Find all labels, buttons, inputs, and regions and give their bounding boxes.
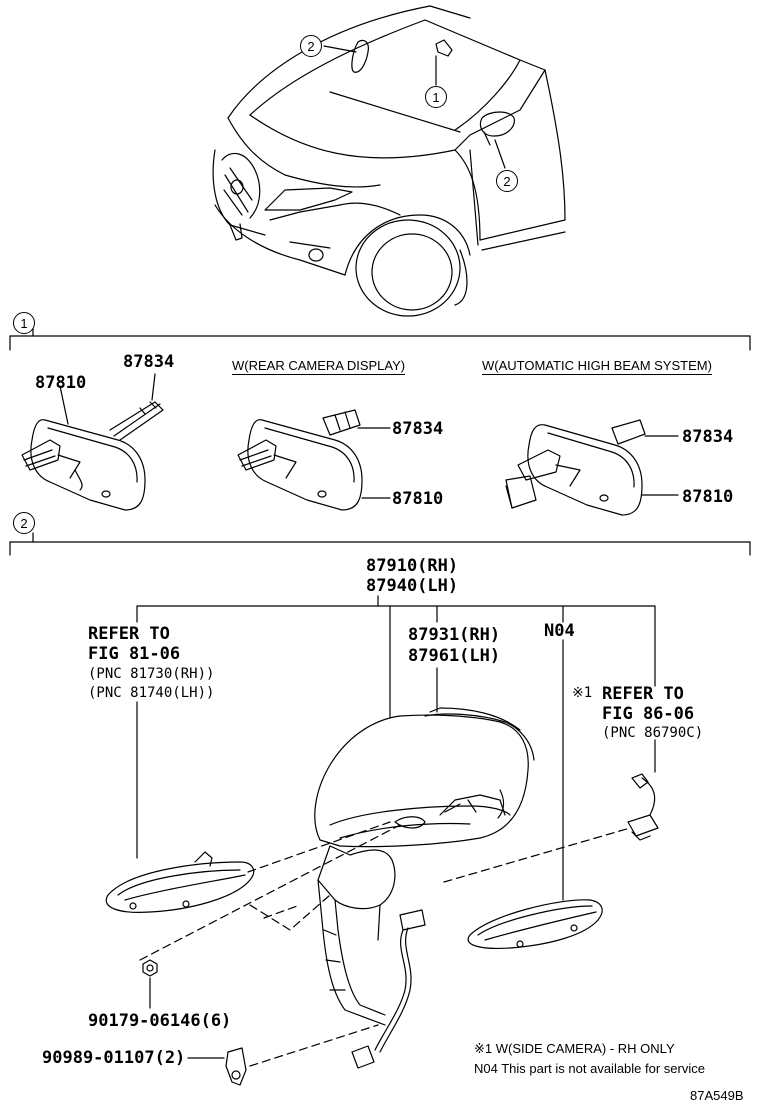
callout-2-section: 2 [13,512,35,534]
dashed-leaders [140,822,630,1066]
rear-view-mirror-a [22,374,163,510]
header-high-beam: W(AUTOMATIC HIGH BEAM SYSTEM) [482,358,712,375]
callout-1-section: 1 [13,312,35,334]
nut-part [143,960,157,1008]
label-mirror-b: 87810 [392,489,444,509]
callout-2-top: 2 [300,35,322,57]
refer2-line2: FIG 86-06 [602,704,695,724]
refer1-line1: REFER TO [88,624,170,644]
label-holder-a: 87834 [123,352,175,372]
rear-view-mirror-c [506,420,678,515]
header-rear-camera: W(REAR CAMERA DISPLAY) [232,358,406,375]
section1-frame [10,322,750,350]
refer1-line2: FIG 81-06 [88,644,181,664]
label-n04: N04 [544,621,575,641]
section2-frame [10,533,750,555]
rear-view-mirror-b [238,410,390,510]
label-cover-lh: 87961(LH) [408,646,501,666]
callout-1-top: 1 [425,86,447,108]
turn-signal-lamp-n04 [468,900,602,949]
label-mirror-a: 87810 [35,373,87,393]
label-mirror-c: 87810 [682,487,734,507]
assembly-bracket [137,596,655,900]
label-holder-c: 87834 [682,427,734,447]
label-clip: 90989-01107(2) [42,1048,186,1068]
clip-part [188,1048,246,1085]
figure-code: 87A549B [690,1088,744,1103]
outer-mirror-assembly [315,708,534,1068]
label-nut: 90179-06146(6) [88,1011,232,1031]
refer1-line4: (PNC 81740(LH)) [88,685,215,701]
note-side-camera: ※1 W(SIDE CAMERA) - RH ONLY [474,1041,675,1056]
turn-signal-lamp-left [106,852,253,912]
label-holder-b: 87834 [392,419,444,439]
refer2-line3: (PNC 86790C) [602,725,704,741]
note-n04: N04 This part is not available for servi… [474,1061,705,1076]
label-assembly-lh: 87940(LH) [366,576,459,596]
side-camera [628,740,658,840]
refer2-line1: REFER TO [602,684,684,704]
callout-2-side: 2 [496,170,518,192]
label-cover-rh: 87931(RH) [408,625,501,645]
car-illustration [213,6,565,316]
label-assembly-rh: 87910(RH) [366,556,459,576]
refer1-line3: (PNC 81730(RH)) [88,666,215,682]
refer2-mark: ※1 [572,685,593,701]
